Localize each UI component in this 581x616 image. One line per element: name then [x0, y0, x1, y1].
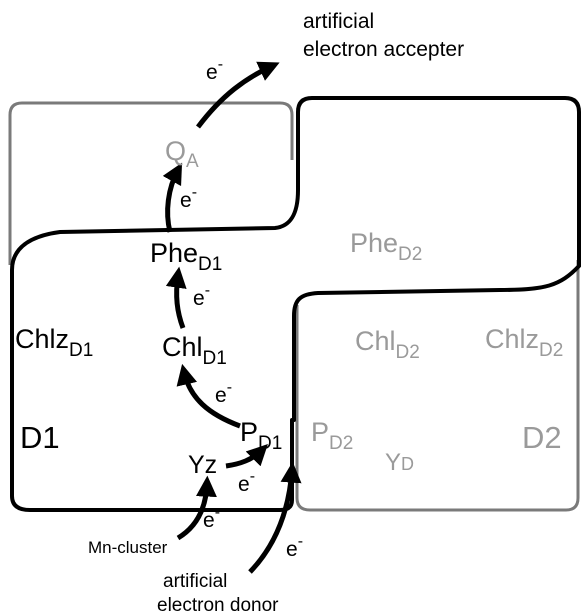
chlz-d1-label[interactable]: ChlzD1 [15, 324, 93, 361]
acceptor-label-line2: electron accepter [303, 38, 464, 61]
d1-label: D1 [20, 420, 60, 455]
d1-upper-gray-outline [8, 101, 294, 265]
electron-label-2: e- [180, 184, 197, 212]
p-d2-label[interactable]: PD2 [311, 417, 353, 454]
electron-label-6: e- [203, 504, 220, 532]
d1-protein-outline[interactable] [10, 163, 300, 512]
arrow-chl-to-phe [165, 266, 187, 329]
phe-d1-label[interactable]: PheD1 [150, 238, 222, 275]
electron-label-1: e- [206, 56, 223, 84]
d2-label: D2 [522, 420, 562, 455]
donor-label-line2: electron donor [157, 595, 279, 616]
arrow-qa-to-acceptor [196, 61, 280, 129]
acceptor-label-line1: artificial [303, 10, 374, 33]
electron-label-7: e- [286, 533, 303, 561]
phe-d2-label[interactable]: PheD2 [350, 228, 422, 265]
arrow-mn-to-yz [176, 475, 217, 541]
p-d1-label[interactable]: PD1 [240, 417, 282, 454]
mn-cluster-label: Mn-cluster [88, 538, 168, 557]
arrow-donor-to-p [248, 461, 302, 574]
arrow-phe-to-qa [162, 162, 183, 233]
chl-d2-label[interactable]: ChlD2 [355, 326, 420, 363]
yd-label[interactable]: YD [385, 449, 414, 476]
d2-lower-gray-outline [295, 260, 580, 512]
electron-label-3: e- [193, 282, 210, 310]
yz-label[interactable]: Yz [188, 451, 217, 479]
chlz-d2-label[interactable]: ChlzD2 [485, 324, 563, 361]
qa-label[interactable]: QA [165, 136, 199, 172]
arrow-yz-to-p [225, 444, 268, 469]
electron-label-4: e- [215, 379, 232, 407]
donor-label-line1: artificial [163, 571, 227, 592]
arrow-p-to-chl [176, 363, 241, 429]
chl-d1-label[interactable]: ChlD1 [162, 332, 227, 369]
d2-protein-outline[interactable] [292, 96, 581, 422]
electron-label-5: e- [238, 468, 255, 496]
